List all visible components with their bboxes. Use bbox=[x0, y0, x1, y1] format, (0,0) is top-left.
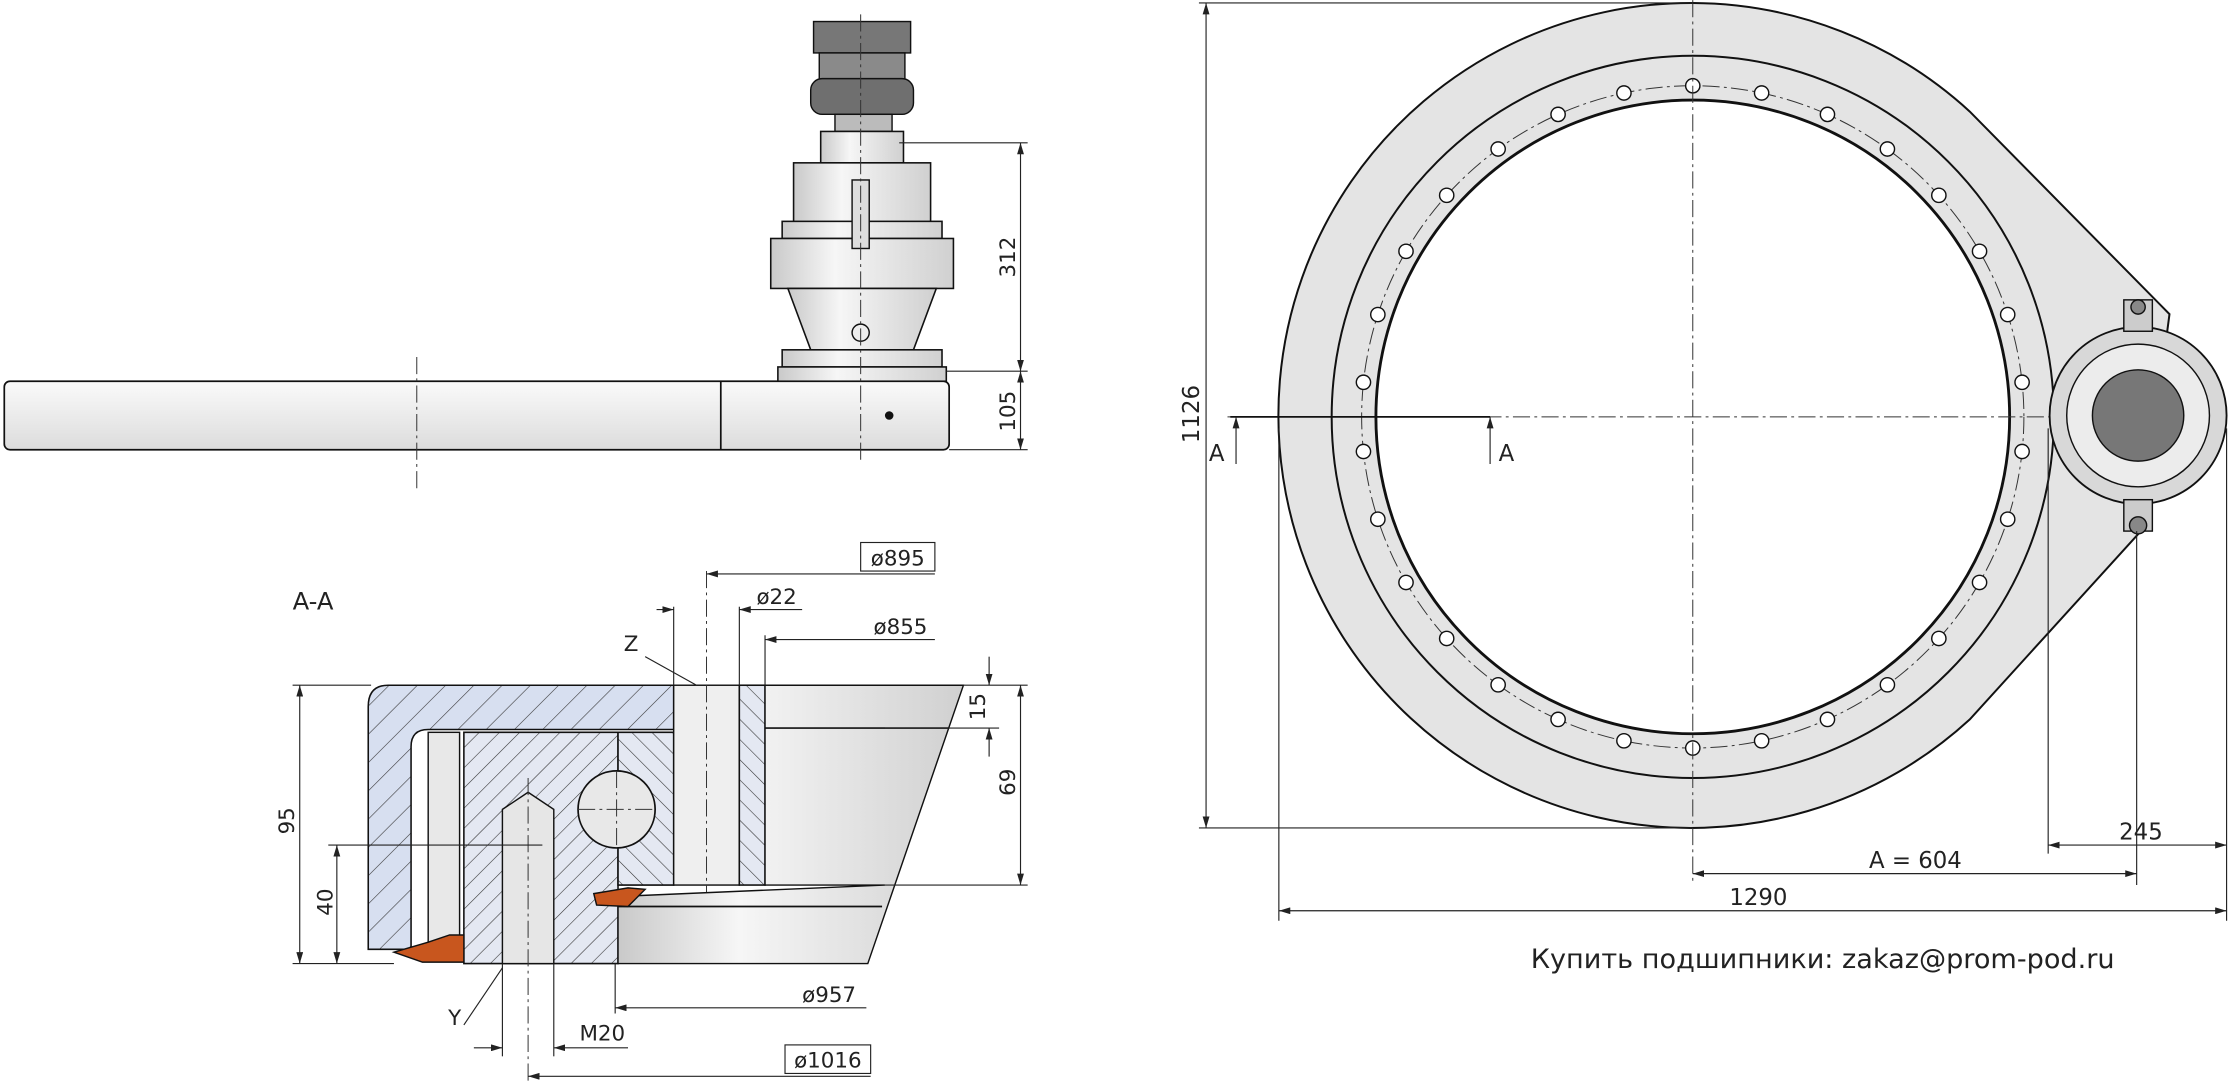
dim-a-604: A = 604 bbox=[1869, 848, 1962, 874]
bolt-hole bbox=[1438, 187, 1455, 204]
dim-d1016: ø1016 bbox=[794, 1049, 862, 1074]
bolt-hole bbox=[2014, 443, 2030, 460]
bolt-hole bbox=[2014, 374, 2030, 391]
side-dimensions: 312 105 bbox=[899, 142, 1028, 451]
bolt-hole bbox=[1971, 574, 1988, 591]
bolt-hole bbox=[1999, 306, 2016, 323]
dim-95: 95 bbox=[275, 807, 300, 834]
bolt-hole bbox=[1753, 85, 1770, 101]
bolt-hole bbox=[1879, 676, 1896, 693]
section-mark-right: A bbox=[1499, 441, 1515, 467]
dim-245: 245 bbox=[2119, 819, 2163, 845]
gear-body bbox=[617, 684, 965, 965]
dim-m20: M20 bbox=[579, 1022, 625, 1047]
bolt-hole bbox=[1999, 511, 2016, 528]
bolt-hole bbox=[1398, 574, 1414, 591]
dim-1290: 1290 bbox=[1729, 885, 1787, 911]
bolt-hole bbox=[1398, 243, 1414, 260]
plate-hole bbox=[884, 411, 894, 420]
outer-ring-section bbox=[367, 684, 675, 951]
section-title: A-A bbox=[293, 587, 334, 616]
bolt-hole bbox=[1931, 187, 1947, 204]
label-y: Y bbox=[447, 1006, 462, 1031]
section-dimensions: 95 40 15 69 ø895 ø22 ø855 Z ø957 bbox=[275, 541, 1028, 1080]
dim-d895: ø895 bbox=[871, 546, 925, 571]
drive-unit bbox=[2048, 299, 2228, 535]
seal-outer bbox=[391, 934, 465, 963]
bolt-hole bbox=[1616, 732, 1632, 749]
bolt-hole bbox=[1879, 141, 1896, 157]
slewing-plate bbox=[3, 380, 951, 451]
bolt-hole bbox=[1819, 711, 1836, 728]
dim-312: 312 bbox=[996, 237, 1021, 278]
dim-d855: ø855 bbox=[874, 615, 928, 640]
label-z: Z bbox=[624, 632, 639, 657]
bolt-hole bbox=[1490, 676, 1506, 693]
dim-15: 15 bbox=[966, 693, 991, 720]
side-view: 312 105 bbox=[3, 14, 1028, 493]
bolt-hole bbox=[1355, 443, 1372, 460]
bolt-hole bbox=[1438, 630, 1455, 647]
section-mark-left: A bbox=[1209, 441, 1225, 467]
bolt-hole bbox=[1369, 511, 1386, 528]
top-dimensions: 1126 1290 A = 604 245 A A bbox=[1179, 2, 2228, 921]
dim-40: 40 bbox=[314, 889, 339, 916]
dim-d22: ø22 bbox=[756, 585, 796, 610]
bolt-hole bbox=[1550, 106, 1566, 123]
bolt-hole bbox=[1355, 374, 1372, 391]
bolt-hole bbox=[1490, 141, 1506, 157]
bolt-holes bbox=[1355, 77, 2030, 756]
bolt-hole bbox=[1931, 630, 1947, 647]
bolt-hole bbox=[1753, 732, 1770, 749]
dim-105: 105 bbox=[996, 391, 1021, 432]
bolt-hole bbox=[1550, 711, 1566, 728]
dim-69: 69 bbox=[996, 769, 1021, 796]
contact-text: Купить подшипники: zakaz@prom-pod.ru bbox=[1531, 944, 2115, 975]
bolt-hole bbox=[1819, 106, 1836, 123]
seal-inner bbox=[592, 887, 647, 908]
bolt-hole bbox=[1971, 243, 1988, 260]
top-view: 1126 1290 A = 604 245 A A Купить подшипн… bbox=[1179, 0, 2228, 975]
section-a-a: A-A 95 40 bbox=[275, 541, 1028, 1085]
bolt-hole bbox=[1616, 85, 1632, 101]
dim-1126: 1126 bbox=[1179, 385, 1205, 443]
drive-motor bbox=[769, 14, 955, 464]
dim-d957: ø957 bbox=[802, 983, 856, 1008]
bolt-hole bbox=[1369, 306, 1386, 323]
